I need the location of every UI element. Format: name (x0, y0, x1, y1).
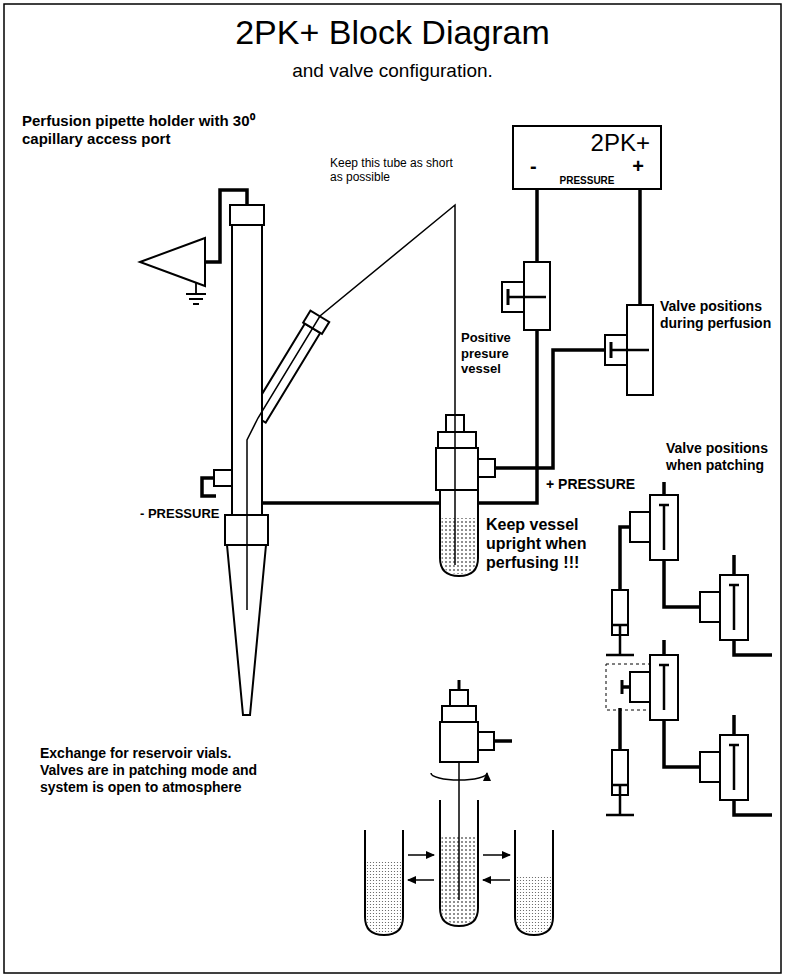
open-port-cap (621, 680, 624, 694)
valve-handle (659, 665, 669, 710)
terminal-sign: + (632, 155, 644, 177)
valve-line (732, 555, 736, 575)
valve-body (650, 655, 678, 720)
valve-side (630, 672, 650, 702)
valve-handle (729, 745, 739, 790)
subtitle: and valve configuration. (0, 60, 785, 83)
valve-handle (729, 585, 739, 630)
capillary-tube (247, 205, 455, 610)
reservoir-liquid (517, 875, 552, 933)
pressure-label: - PRESSURE (140, 506, 219, 522)
positive-pressure-line (638, 190, 642, 305)
suction-port (214, 470, 232, 486)
part-label: Perfusion pipette holder with 30⁰ capill… (22, 112, 267, 148)
vessel-liquid (442, 518, 477, 574)
note-label: Valve positions during perfusion (660, 298, 778, 332)
vessel-body (436, 448, 478, 490)
reservoir-vial (515, 830, 553, 935)
note-label: Keep this tube as short as possible (330, 156, 455, 185)
open-port-box (606, 664, 654, 710)
terminal-sign: - (530, 155, 537, 177)
valve-body (720, 575, 748, 640)
vessel-vial (440, 490, 478, 576)
valve-line (734, 640, 772, 655)
controller-box: 2PK+ - +PRESSURE (512, 125, 662, 190)
syringe-plunger (606, 785, 634, 815)
note-label: Valve positions when patching (666, 440, 778, 474)
exchange-arrow (408, 879, 434, 881)
valve-side (630, 512, 650, 542)
exchange-arrow (408, 854, 434, 856)
valve-handle (508, 296, 546, 299)
vessel-body (440, 722, 478, 762)
part-label: Positive presure vessel (461, 330, 535, 377)
device-name: 2PK+ (591, 130, 650, 156)
valve-handle (611, 349, 649, 352)
valve-line (734, 800, 772, 815)
reservoir-vial (365, 830, 403, 935)
tube-stub (458, 680, 461, 690)
exchange-arrow (483, 854, 510, 856)
reservoir-liquid (367, 860, 402, 933)
vessel-nut (438, 432, 476, 448)
vessel-pressure-line (495, 350, 605, 468)
valve-handle (507, 289, 510, 305)
frame-border (4, 4, 781, 973)
pressure-label: + PRESSURE (546, 476, 635, 493)
syringe-line (618, 708, 622, 750)
valve-line (732, 715, 736, 735)
valve-handle (659, 505, 669, 550)
valve-side (700, 752, 720, 782)
vessel-fitting (450, 690, 468, 706)
valve-line (662, 482, 666, 495)
ground-symbol (186, 283, 206, 304)
vessel-port (478, 459, 495, 477)
syringe-plunger (606, 625, 634, 655)
valve-side (700, 592, 720, 622)
valve-body (720, 735, 748, 800)
headstage-symbol (140, 238, 205, 286)
syringe-line (620, 527, 630, 590)
vessel-nut (442, 706, 476, 722)
valve-line (662, 640, 666, 655)
terminal-label: PRESSURE (514, 175, 660, 186)
vessel-pressure-line (494, 739, 512, 743)
valve-handle (610, 342, 613, 358)
rotation-arrow (431, 773, 487, 780)
vessel-port (478, 732, 494, 750)
note-label: Exchange for reservoir vials. Valves are… (40, 745, 260, 795)
valve-line (664, 720, 700, 767)
capillary-tube (458, 762, 460, 900)
warning-label: Keep vessel upright when perfusing !!! (486, 515, 601, 573)
exchange-arrow (483, 879, 510, 881)
holder-cap (230, 205, 264, 225)
valve-line (664, 560, 700, 607)
valve-line (623, 685, 630, 689)
diagram-title: 2PK+ Block Diagram (0, 12, 785, 53)
valve-body (650, 495, 678, 560)
